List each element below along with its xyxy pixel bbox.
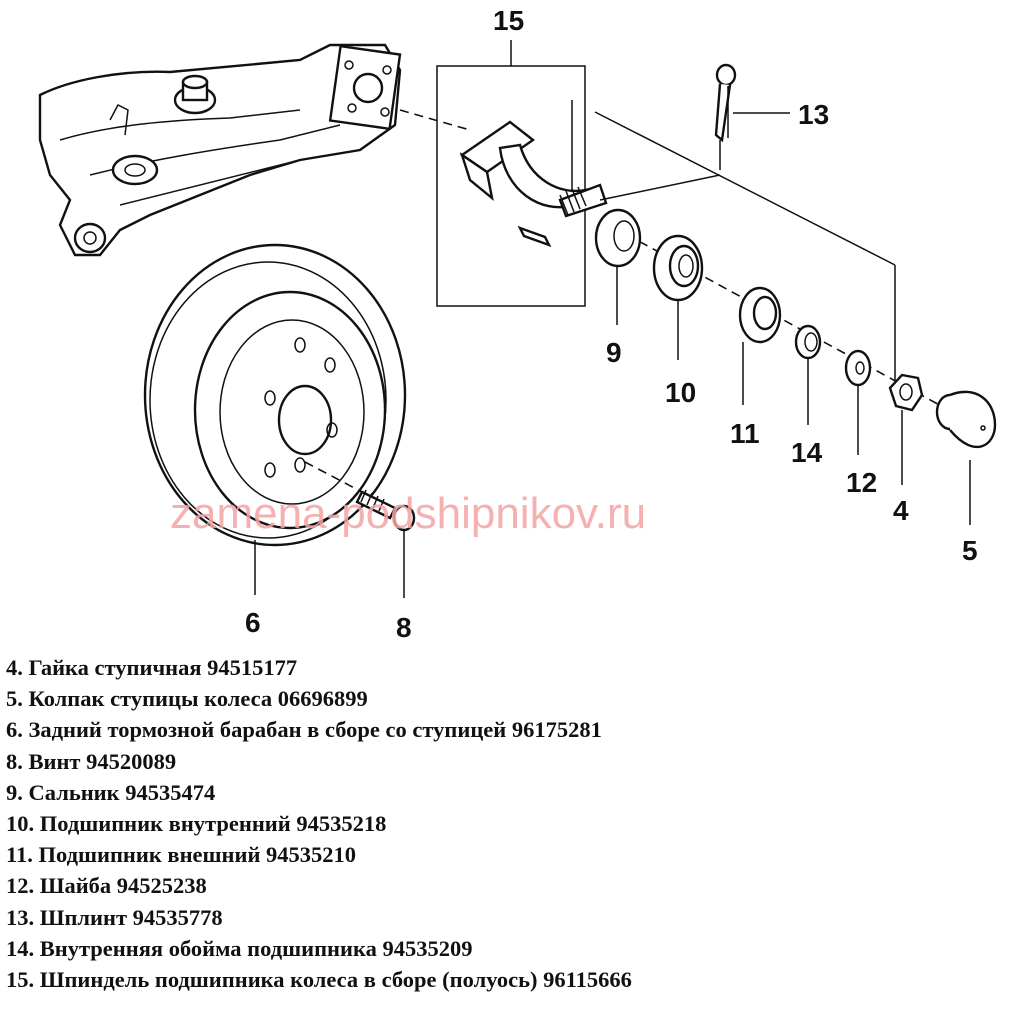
callout-11: 11 xyxy=(730,418,760,449)
legend-item: 13. Шплинт 94535778 xyxy=(6,904,223,930)
washer xyxy=(844,349,872,387)
exploded-view-diagram: 15 13 9 10 11 14 12 4 5 6 8 zamena-podsh… xyxy=(38,5,997,643)
leader-lines xyxy=(254,112,971,598)
legend-item: 11. Подшипник внешний 94535210 xyxy=(6,842,357,868)
callout-8: 8 xyxy=(396,612,412,643)
callout-5: 5 xyxy=(962,535,978,566)
parts-legend: 4. Гайка ступичная 94515177 5. Колпак ст… xyxy=(6,652,1016,995)
callout-4: 4 xyxy=(893,495,909,526)
legend-item: 4. Гайка ступичная 94515177 xyxy=(6,655,298,680)
rear-axle-beam xyxy=(38,43,402,257)
callout-15: 15 xyxy=(493,5,524,36)
inner-bearing xyxy=(652,234,704,302)
callout-6: 6 xyxy=(245,607,261,638)
watermark: zamena-podshipnikov.ru xyxy=(170,489,646,538)
brake-drum xyxy=(143,243,407,547)
legend-item: 12. Шайба 94525238 xyxy=(6,873,207,899)
legend-item: 8. Винт 94520089 xyxy=(6,748,177,774)
inner-race xyxy=(794,324,822,360)
callout-12: 12 xyxy=(846,467,877,498)
legend-item: 6. Задний тормозной барабан в сборе со с… xyxy=(6,717,602,743)
legend-item: 14. Внутренняя обойма подшипника 9453520… xyxy=(6,935,473,961)
callout-14: 14 xyxy=(791,437,823,468)
hub-nut xyxy=(888,373,924,412)
spindle-assembly xyxy=(399,40,608,307)
hub-cap xyxy=(935,390,997,449)
oil-seal xyxy=(594,208,642,268)
legend-item: 10. Подшипник внутренний 94535218 xyxy=(6,811,387,837)
callout-10: 10 xyxy=(665,377,696,408)
legend-item: 9. Сальник 94535474 xyxy=(6,779,216,805)
screw xyxy=(304,461,416,532)
legend-item: 15. Шпиндель подшипника колеса в сборе (… xyxy=(6,967,632,993)
callout-13: 13 xyxy=(798,99,829,130)
legend-item: 5. Колпак ступицы колеса 06696899 xyxy=(6,686,368,712)
callout-9: 9 xyxy=(606,337,622,368)
outer-bearing xyxy=(738,286,782,344)
cotter-pin xyxy=(714,63,737,143)
